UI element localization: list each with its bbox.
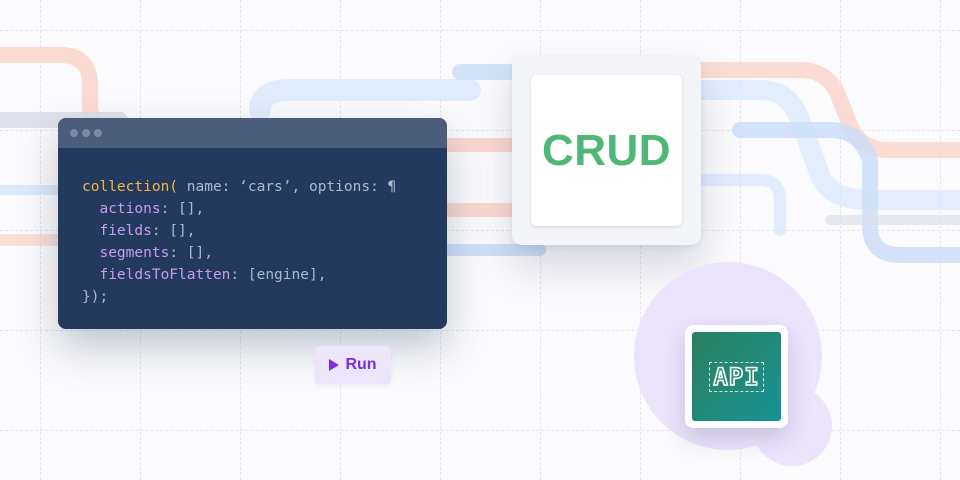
code-body: collection( name: ‘cars’, options: ¶ act…	[58, 148, 447, 308]
window-dot-icon	[94, 129, 102, 137]
code-token: : [],	[160, 201, 205, 217]
code-token: : [],	[151, 223, 196, 239]
code-line: });	[82, 286, 447, 308]
code-token: });	[82, 289, 109, 305]
window-dot-icon	[82, 129, 90, 137]
code-line: fields: [],	[82, 220, 447, 242]
code-token: fields	[82, 223, 152, 239]
run-button[interactable]: Run	[315, 346, 391, 384]
code-token: actions	[82, 201, 161, 217]
code-line: fieldsToFlatten: [engine],	[82, 264, 447, 286]
window-dot-icon	[70, 129, 78, 137]
crud-label: CRUD	[541, 125, 672, 175]
api-card: API	[685, 325, 788, 428]
api-label: API	[709, 361, 764, 392]
code-token: name: ‘cars’, options: ¶	[178, 179, 397, 195]
window-title-bar	[58, 118, 447, 148]
code-line: collection( name: ‘cars’, options: ¶	[82, 176, 447, 198]
code-editor-window: collection( name: ‘cars’, options: ¶ act…	[58, 118, 447, 329]
run-button-label: Run	[345, 356, 377, 373]
code-token: : [],	[169, 245, 213, 261]
code-line: actions: [],	[82, 198, 447, 220]
code-token: fieldsToFlatten	[82, 267, 231, 283]
crud-card-face: CRUD	[531, 75, 682, 226]
code-line: segments: [],	[82, 242, 447, 264]
code-token: segments	[82, 245, 170, 261]
crud-card: CRUD	[512, 56, 701, 245]
code-token: : [engine],	[230, 267, 327, 283]
play-icon	[329, 359, 340, 371]
code-token: collection(	[82, 179, 179, 195]
api-card-face: API	[692, 332, 781, 421]
